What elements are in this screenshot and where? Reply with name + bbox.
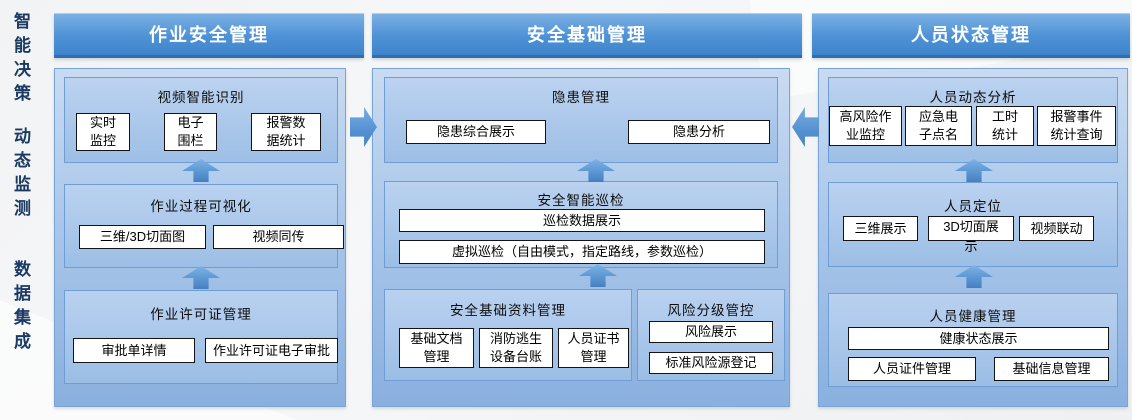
section-risk-classification-control: 风险分级管控 风险展示 标准风险源登记: [637, 289, 785, 381]
item-personnel-id-management: 人员证件管理: [848, 357, 976, 381]
section-title: 安全智能巡检: [537, 193, 625, 208]
item-basic-info-management: 基础信息管理: [994, 357, 1109, 381]
item-3d-section-view: 三维/3D切面图: [79, 225, 206, 249]
section-title: 隐患管理: [552, 90, 610, 105]
item-risk-display: 风险展示: [649, 321, 773, 343]
section-video-intelligent-recognition: 视频智能识别 实时 监控 电子 围栏 报警数 据统计: [64, 77, 338, 163]
section-title: 作业许可证管理: [150, 307, 252, 322]
section-work-process-visualization: 作业过程可视化 三维/3D切面图 视频同传: [64, 184, 344, 268]
item-high-risk-work-monitoring: 高风险作 业监控: [829, 106, 902, 146]
section-personnel-positioning: 人员定位 三维展示 3D切面展 示 视频联动: [828, 182, 1118, 267]
item-electronic-fence: 电子 围栏: [164, 113, 217, 151]
section-work-permit-management: 作业许可证管理 审批单详情 作业许可证电子审批: [64, 290, 338, 384]
item-inspection-data-display: 巡检数据展示: [399, 209, 765, 232]
item-health-status-display: 健康状态展示: [848, 327, 1109, 350]
column-title: 人员状态管理: [911, 25, 1031, 45]
column-header-work-safety: 作业安全管理: [54, 13, 364, 58]
section-title: 人员定位: [944, 199, 1002, 214]
item-personnel-certificate: 人员证书 管理: [558, 328, 629, 368]
item-video-relay: 视频同传: [213, 225, 344, 249]
column-header-personnel-status: 人员状态管理: [812, 13, 1130, 58]
section-title: 风险分级管控: [667, 303, 755, 318]
item-fire-escape-equipment: 消防逃生 设备台账: [479, 328, 553, 368]
item-danger-overview: 隐患综合展示: [406, 120, 546, 144]
column-header-safety-foundation: 安全基础管理: [372, 13, 802, 58]
section-safety-basic-data-management: 安全基础资料管理 基础文档 管理 消防逃生 设备台账 人员证书 管理: [384, 289, 632, 381]
section-title: 作业过程可视化: [150, 199, 252, 214]
item-emergency-roll-call: 应急电 子点名: [905, 106, 972, 146]
section-title: 视频智能识别: [157, 90, 245, 105]
arrow-left-icon: [792, 107, 819, 147]
section-personnel-health-management: 人员健康管理 健康状态展示 人员证件管理 基础信息管理: [828, 293, 1118, 387]
column-title: 安全基础管理: [527, 25, 647, 45]
section-personnel-dynamic-analysis: 人员动态分析 高风险作 业监控 应急电 子点名 工时 统计 报警事件 统计查询: [828, 77, 1118, 163]
item-risk-source-register: 标准风险源登记: [649, 352, 773, 374]
sidebar-label-data-integration: 数据集成: [11, 260, 30, 356]
item-3d-display: 三维展示: [843, 216, 918, 241]
section-smart-inspection: 安全智能巡检 巡检数据展示 虚拟巡检（自由模式，指定路线，参数巡检）: [384, 181, 778, 268]
item-3d-section-display: 3D切面展 示: [928, 216, 1014, 254]
item-permit-electronic-approval: 作业许可证电子审批: [205, 338, 338, 363]
item-realtime-monitoring: 实时 监控: [76, 113, 130, 151]
sidebar-label-dynamic-monitoring: 动态监测: [11, 127, 30, 223]
section-hidden-danger-management: 隐患管理 隐患综合展示 隐患分析: [384, 77, 778, 163]
item-working-hours-stats: 工时 统计: [976, 106, 1034, 146]
item-alarm-data-stats: 报警数 据统计: [251, 113, 321, 151]
item-approval-detail: 审批单详情: [73, 338, 195, 363]
item-danger-analysis: 隐患分析: [628, 120, 770, 144]
sidebar-label-intelligent-decision: 智能决策: [11, 12, 30, 108]
item-basic-document-management: 基础文档 管理: [399, 328, 474, 368]
section-title: 人员健康管理: [929, 309, 1017, 324]
column-title: 作业安全管理: [149, 25, 269, 45]
item-virtual-inspection: 虚拟巡检（自由模式，指定路线，参数巡检）: [399, 240, 765, 264]
section-title: 人员动态分析: [929, 90, 1017, 105]
item-video-linkage: 视频联动: [1019, 216, 1094, 241]
item-alarm-event-query: 报警事件 统计查询: [1037, 106, 1116, 146]
section-title: 安全基础资料管理: [450, 303, 566, 318]
